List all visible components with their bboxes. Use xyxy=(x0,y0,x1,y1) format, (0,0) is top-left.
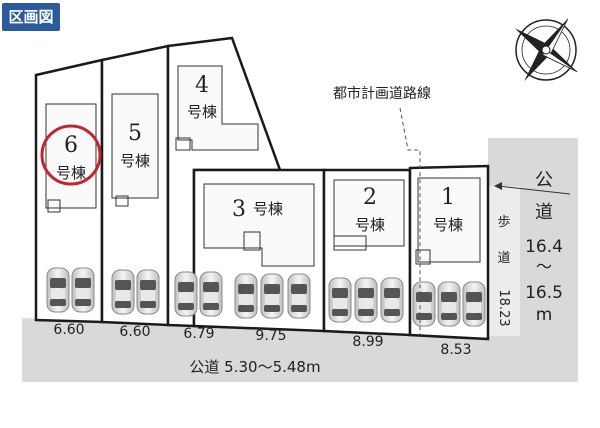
lot-2-number: 2 xyxy=(363,185,377,210)
car xyxy=(234,273,258,319)
road-right-width-2: 16.5 xyxy=(525,283,563,303)
lot-3-number: 3 xyxy=(232,197,246,222)
lot-6-suffix: 号棟 xyxy=(56,164,86,182)
car xyxy=(111,269,135,315)
building-3 xyxy=(203,183,315,267)
lot-1-number: 1 xyxy=(441,185,455,210)
building-2 xyxy=(333,179,405,247)
sidewalk-arrowhead xyxy=(494,182,502,190)
city-plan-road-line xyxy=(399,107,421,335)
lot-6-highlight xyxy=(40,124,102,186)
building-1 xyxy=(417,177,481,263)
sidewalk-width: 18.23 xyxy=(496,289,511,326)
entrance-4 xyxy=(175,137,191,151)
car xyxy=(136,269,160,315)
car xyxy=(71,267,95,313)
frontage-lot-5: 6.60 xyxy=(119,324,150,340)
entrance-2 xyxy=(333,235,367,251)
lot-3-suffix: 号棟 xyxy=(253,200,283,218)
car xyxy=(354,277,378,323)
road-right-width-1: 16.4 xyxy=(525,237,563,257)
frontage-lot-3: 9.75 xyxy=(255,328,286,344)
entrance-5 xyxy=(115,195,129,207)
building-5 xyxy=(111,93,159,199)
sidewalk-arrow xyxy=(497,185,571,195)
car xyxy=(287,273,311,319)
sidewalk-char-2: 道 xyxy=(497,251,510,266)
entrance-6 xyxy=(47,199,61,213)
car xyxy=(199,271,223,317)
lot-4-suffix: 号棟 xyxy=(187,103,217,121)
city-plan-road-label: 都市計画道路線 xyxy=(333,85,431,102)
sidewalk xyxy=(488,186,520,336)
lot-5-suffix: 号棟 xyxy=(120,152,150,170)
car xyxy=(380,277,404,323)
compass-icon xyxy=(514,18,578,82)
lot-5-number: 5 xyxy=(128,121,142,146)
frontage-lot-2: 8.99 xyxy=(352,334,383,350)
building-6 xyxy=(45,103,97,209)
car xyxy=(462,281,486,327)
car xyxy=(260,273,284,319)
lot-6-number: 6 xyxy=(64,133,78,158)
car xyxy=(437,281,461,327)
entrance-3 xyxy=(243,231,261,251)
car xyxy=(174,271,198,317)
road-bottom-label: 公道 5.30〜5.48m xyxy=(189,358,320,376)
sidewalk-char-1: 歩 xyxy=(497,215,510,230)
road-right-tilde: 〜 xyxy=(536,257,552,276)
car xyxy=(328,277,352,323)
lot-4-number: 4 xyxy=(195,73,209,98)
road-right-unit: m xyxy=(536,305,553,325)
title-badge: 区画図 xyxy=(2,3,60,31)
car xyxy=(46,267,70,313)
frontage-lot-6: 6.60 xyxy=(53,322,84,338)
lot-2-suffix: 号棟 xyxy=(355,216,385,234)
road-right-char-2: 道 xyxy=(535,202,553,223)
building-4 xyxy=(177,65,259,151)
frontage-lot-1: 8.53 xyxy=(440,342,471,358)
frontage-lot-4: 6.79 xyxy=(183,326,214,342)
road-right-char-1: 公 xyxy=(535,170,553,191)
lot-1-suffix: 号棟 xyxy=(433,216,463,234)
entrance-1 xyxy=(415,249,431,265)
car xyxy=(412,281,436,327)
